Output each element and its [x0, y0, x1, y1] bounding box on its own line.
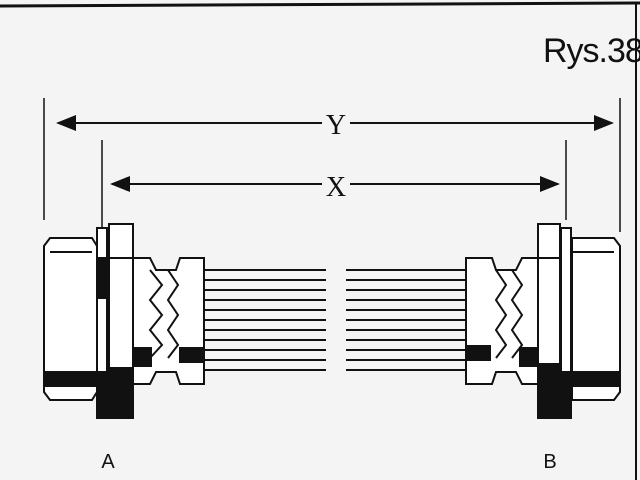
figure-title: Rys.38 — [543, 32, 640, 70]
hose-right-segment — [346, 269, 466, 371]
hose-left-segment — [204, 269, 326, 371]
dimension-y: Y — [56, 110, 614, 141]
right-union-nut — [571, 237, 621, 401]
left-union-nut — [43, 237, 98, 401]
dimension-x-label: X — [326, 172, 346, 203]
left-fitting — [43, 223, 205, 419]
dimension-x: X — [110, 172, 560, 203]
dimension-y-label: Y — [326, 110, 346, 141]
end-label-a: A — [101, 451, 115, 473]
right-fitting — [465, 223, 621, 419]
end-label-b: B — [543, 451, 556, 473]
top-border-line — [0, 1, 640, 8]
